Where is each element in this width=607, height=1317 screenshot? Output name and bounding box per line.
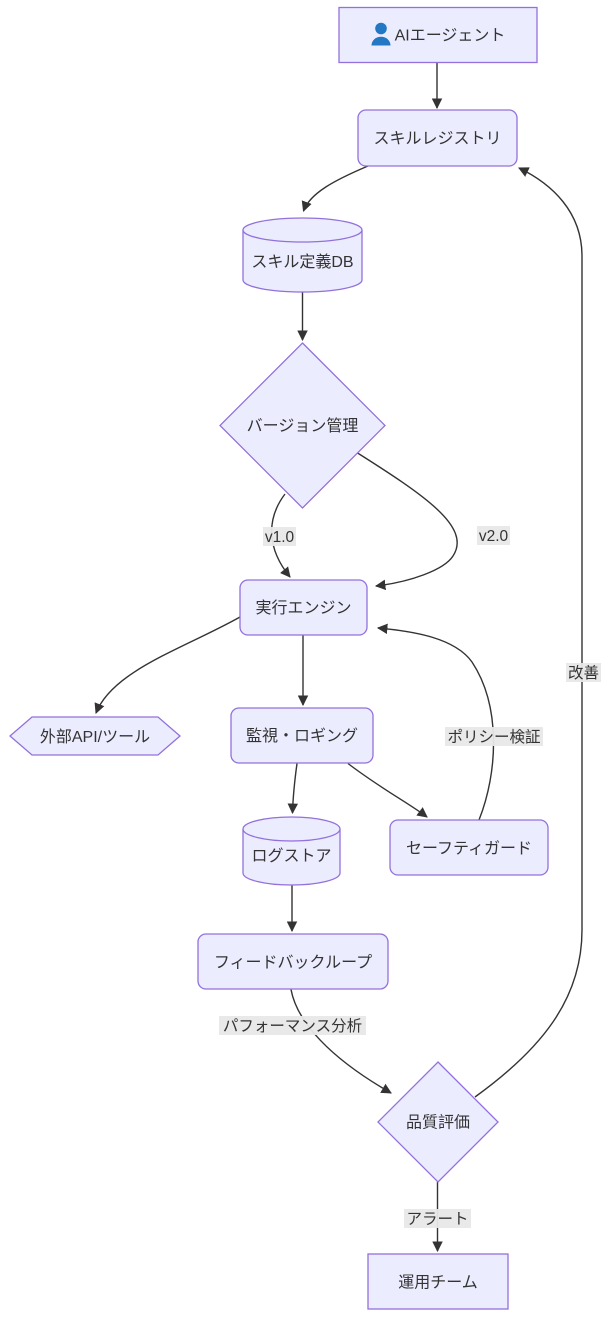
- edge-monitoring-to-safetyguard: [347, 762, 428, 818]
- safety-guard-box: [389, 819, 549, 876]
- node-log-store: ログストア: [242, 816, 341, 886]
- skill-db-label: スキル定義DB: [251, 253, 353, 271]
- quality-eval-diamond: [377, 1061, 499, 1183]
- node-skill-registry: スキルレジストリ: [357, 109, 518, 167]
- skill-db-cylinder-body: [242, 230, 363, 293]
- nodes-layer: AIエージェント スキルレジストリ スキル定義DB バージョン管理 実行エンジン: [9, 6, 549, 1310]
- edge-label-policy: ポリシー検証: [445, 727, 543, 746]
- edge-label-improve: 改善: [566, 663, 601, 682]
- edge-label-bg: [263, 527, 296, 546]
- monitoring-box: [230, 707, 374, 764]
- edge-label-alert: アラート: [404, 1209, 471, 1228]
- version-mgmt-label: バージョン管理: [247, 417, 359, 435]
- edge-label-bg: [477, 526, 510, 545]
- edge-label-bg: [566, 663, 601, 682]
- node-monitoring: 監視・ロギング: [230, 707, 374, 764]
- node-skill-db: スキル定義DB: [242, 217, 363, 293]
- safety-guard-label: セーフティガード: [406, 840, 532, 858]
- ai-agent-box: [338, 6, 538, 64]
- edge-feedbackloop-to-qualityeval: [290, 989, 392, 1094]
- edge-label-text: ポリシー検証: [447, 728, 540, 746]
- edge-label-performance: パフォーマンス分析: [219, 1016, 366, 1035]
- node-version-mgmt: バージョン管理: [219, 342, 386, 509]
- edge-monitoring-to-logstore: [287, 763, 299, 815]
- user-icon: [371, 22, 391, 46]
- edge-label-text: v1.0: [265, 529, 295, 546]
- edge-label-bg: [445, 727, 543, 746]
- edge-label-v1: v1.0: [263, 527, 296, 546]
- feedback-loop-box: [197, 933, 389, 990]
- skill-db-cylinder-top: [242, 217, 363, 243]
- node-quality-eval: 品質評価: [377, 1061, 499, 1183]
- log-store-cylinder-body: [242, 829, 341, 886]
- edge-skillregistry-to-skilldb: [301, 165, 369, 212]
- edge-execengine-to-externalapi: [94, 616, 241, 714]
- node-ai-agent: AIエージェント: [338, 6, 538, 64]
- edge-safetyguard-to-execengine: [376, 623, 495, 821]
- edge-label-text: v2.0: [479, 528, 509, 545]
- skill-registry-label: スキルレジストリ: [373, 131, 501, 148]
- ops-team-label: 運用チーム: [398, 1275, 478, 1292]
- ai-agent-label: AIエージェント: [395, 28, 506, 45]
- edge-label-v2: v2.0: [477, 526, 510, 545]
- node-external-api: 外部API/ツール: [9, 716, 181, 756]
- edge-label-text: アラート: [406, 1211, 468, 1228]
- node-exec-engine: 実行エンジン: [239, 579, 368, 636]
- log-store-cylinder-top: [242, 816, 341, 842]
- edge-qualityeval-to-skillregistry: [474, 167, 583, 1098]
- monitoring-label: 監視・ロギング: [246, 727, 358, 745]
- quality-eval-label: 品質評価: [406, 1114, 470, 1132]
- edge-label-bg: [404, 1209, 471, 1228]
- edge-labels-layer: v1.0 v2.0 ポリシー検証 改善 パフォーマンス分析 アラート: [219, 526, 601, 1228]
- node-feedback-loop: フィードバックループ: [197, 933, 389, 990]
- external-api-hexagon: [9, 716, 181, 756]
- edge-label-bg: [219, 1016, 366, 1035]
- exec-engine-box: [239, 579, 368, 636]
- feedback-loop-label: フィードバックループ: [214, 954, 372, 972]
- version-mgmt-diamond: [219, 342, 386, 509]
- skill-registry-box: [357, 109, 518, 167]
- node-ops-team: 運用チーム: [367, 1253, 509, 1310]
- external-api-label: 外部API/ツール: [40, 728, 150, 746]
- node-safety-guard: セーフティガード: [389, 819, 549, 876]
- edge-label-text: パフォーマンス分析: [223, 1017, 362, 1035]
- log-store-label: ログストア: [251, 847, 331, 865]
- exec-engine-label: 実行エンジン: [255, 599, 351, 617]
- edge-versionmgmt-v2-to-execengine: [355, 451, 458, 591]
- ops-team-box: [367, 1253, 509, 1310]
- edge-label-text: 改善: [568, 664, 599, 682]
